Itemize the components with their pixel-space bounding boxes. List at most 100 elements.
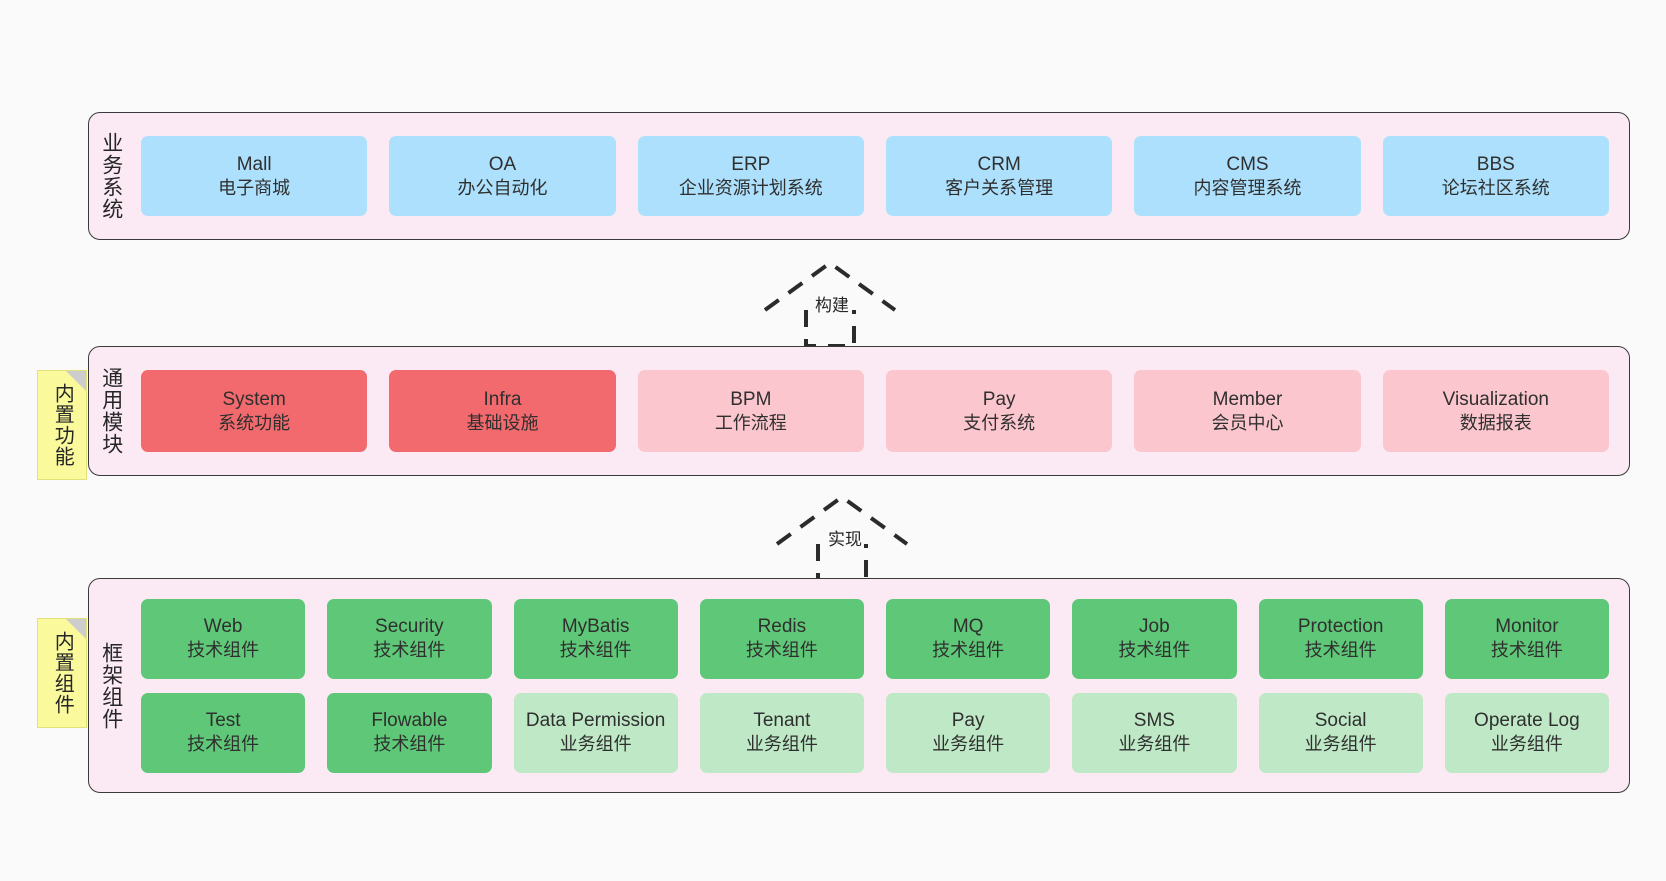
card-mybatis-subtitle: 技术组件	[559, 640, 632, 661]
card-crm[interactable]: CRM 客户关系管理	[885, 136, 1113, 216]
card-pay-module[interactable]: Pay 支付系统	[885, 370, 1113, 452]
card-pay-component[interactable]: Pay 业务组件	[886, 692, 1051, 773]
card-pay-module-subtitle: 支付系统	[963, 412, 1036, 433]
card-security[interactable]: Security 技术组件	[327, 598, 492, 679]
card-visualization-title: Visualization	[1442, 388, 1549, 410]
card-oa[interactable]: OA 办公自动化	[389, 136, 616, 216]
module-card-row: System 系统功能 Infra 基础设施 BPM 工作流程 Pay 支付系统…	[141, 370, 1609, 452]
card-bbs-title: BBS	[1476, 153, 1515, 175]
card-tenant-title: Tenant	[753, 710, 811, 732]
layer-business-systems-body: Mall 电子商城 OA 办公自动化 ERP 企业资源计划系统 CRM 客户关系…	[133, 113, 1629, 239]
card-test-title: Test	[205, 710, 241, 732]
card-web-title: Web	[203, 616, 243, 638]
layer-business-systems-title: 业务系统	[99, 132, 123, 220]
card-flowable[interactable]: Flowable 技术组件	[327, 692, 492, 773]
card-flowable-subtitle: 技术组件	[373, 734, 446, 755]
card-mq-subtitle: 技术组件	[932, 640, 1005, 661]
card-infra-subtitle: 基础设施	[466, 412, 539, 433]
note-builtin-components: 内置组件	[37, 618, 87, 728]
card-test-subtitle: 技术组件	[187, 734, 260, 755]
business-card-row: Mall 电子商城 OA 办公自动化 ERP 企业资源计划系统 CRM 客户关系…	[141, 136, 1609, 216]
card-erp-title: ERP	[731, 153, 771, 175]
card-social-title: Social	[1314, 710, 1367, 732]
card-erp-subtitle: 企业资源计划系统	[678, 177, 823, 198]
framework-tech-row: Web 技术组件 Security 技术组件 MyBatis 技术组件 Redi…	[141, 598, 1609, 679]
card-bpm-subtitle: 工作流程	[714, 412, 787, 433]
card-operate-log-title: Operate Log	[1474, 710, 1580, 732]
card-security-title: Security	[375, 616, 444, 638]
card-bpm-title: BPM	[730, 388, 772, 410]
card-redis[interactable]: Redis 技术组件	[699, 598, 864, 679]
card-operate-log-subtitle: 业务组件	[1490, 734, 1563, 755]
card-mall[interactable]: Mall 电子商城	[141, 136, 368, 216]
note-builtin-features-label: 内置功能	[51, 383, 74, 467]
card-protection-title: Protection	[1297, 616, 1384, 638]
framework-business-row: Test 技术组件 Flowable 技术组件 Data Permission …	[141, 692, 1609, 773]
card-infra[interactable]: Infra 基础设施	[389, 370, 616, 452]
card-bbs[interactable]: BBS 论坛社区系统	[1382, 136, 1609, 216]
card-system-subtitle: 系统功能	[218, 412, 291, 433]
card-mybatis-title: MyBatis	[561, 616, 630, 638]
card-member-subtitle: 会员中心	[1211, 412, 1284, 433]
card-sms-subtitle: 业务组件	[1118, 734, 1191, 755]
card-monitor[interactable]: Monitor 技术组件	[1444, 598, 1609, 679]
card-erp[interactable]: ERP 企业资源计划系统	[637, 136, 864, 216]
card-member-title: Member	[1212, 388, 1283, 410]
card-mq[interactable]: MQ 技术组件	[886, 598, 1051, 679]
card-infra-title: Infra	[483, 388, 522, 410]
card-social[interactable]: Social 业务组件	[1258, 692, 1423, 773]
card-crm-title: CRM	[977, 153, 1021, 175]
card-mq-title: MQ	[952, 616, 984, 638]
card-tenant-subtitle: 业务组件	[745, 734, 818, 755]
card-sms-title: SMS	[1133, 710, 1175, 732]
layer-framework-components-title: 框架组件	[99, 641, 123, 730]
card-cms[interactable]: CMS 内容管理系统	[1134, 136, 1361, 216]
card-monitor-subtitle: 技术组件	[1490, 640, 1563, 661]
layer-business-systems: 业务系统 Mall 电子商城 OA 办公自动化 ERP 企业资源计划系统 CRM…	[88, 112, 1630, 240]
card-bbs-subtitle: 论坛社区系统	[1441, 177, 1550, 198]
card-protection-subtitle: 技术组件	[1304, 640, 1377, 661]
card-redis-subtitle: 技术组件	[745, 640, 818, 661]
card-pay-component-title: Pay	[951, 710, 985, 732]
layer-common-modules-body: System 系统功能 Infra 基础设施 BPM 工作流程 Pay 支付系统…	[133, 347, 1629, 475]
card-mall-subtitle: 电子商城	[218, 177, 291, 198]
card-sms[interactable]: SMS 业务组件	[1072, 692, 1237, 773]
layer-common-modules: 通用模块 System 系统功能 Infra 基础设施 BPM 工作流程 Pay…	[88, 346, 1630, 476]
note-builtin-features: 内置功能	[37, 370, 87, 480]
card-visualization[interactable]: Visualization 数据报表	[1382, 370, 1609, 452]
card-cms-title: CMS	[1226, 153, 1269, 175]
layer-framework-components-body: Web 技术组件 Security 技术组件 MyBatis 技术组件 Redi…	[133, 579, 1629, 792]
card-test[interactable]: Test 技术组件	[141, 692, 306, 773]
card-data-permission-title: Data Permission	[525, 710, 666, 732]
card-redis-title: Redis	[757, 616, 807, 638]
card-pay-component-subtitle: 业务组件	[932, 734, 1005, 755]
card-flowable-title: Flowable	[371, 710, 448, 732]
card-cms-subtitle: 内容管理系统	[1193, 177, 1302, 198]
card-social-subtitle: 业务组件	[1304, 734, 1377, 755]
card-protection[interactable]: Protection 技术组件	[1258, 598, 1423, 679]
card-web[interactable]: Web 技术组件	[141, 598, 306, 679]
card-bpm[interactable]: BPM 工作流程	[637, 370, 864, 452]
card-job[interactable]: Job 技术组件	[1072, 598, 1237, 679]
connector-build-label: 构建	[815, 296, 849, 315]
card-tenant[interactable]: Tenant 业务组件	[699, 692, 864, 773]
layer-framework-components: 框架组件 Web 技术组件 Security 技术组件 MyBatis 技术组件…	[88, 578, 1630, 793]
connector-implement-label: 实现	[828, 530, 862, 549]
card-oa-title: OA	[488, 153, 517, 175]
card-security-subtitle: 技术组件	[373, 640, 446, 661]
card-data-permission[interactable]: Data Permission 业务组件	[513, 692, 678, 773]
card-operate-log[interactable]: Operate Log 业务组件	[1444, 692, 1609, 773]
card-oa-subtitle: 办公自动化	[457, 177, 548, 198]
layer-common-modules-title: 通用模块	[99, 367, 123, 455]
card-mybatis[interactable]: MyBatis 技术组件	[513, 598, 678, 679]
card-mall-title: Mall	[236, 153, 272, 175]
card-system[interactable]: System 系统功能	[141, 370, 368, 452]
card-data-permission-subtitle: 业务组件	[559, 734, 632, 755]
card-member[interactable]: Member 会员中心	[1134, 370, 1361, 452]
card-job-subtitle: 技术组件	[1118, 640, 1191, 661]
card-visualization-subtitle: 数据报表	[1459, 412, 1532, 433]
card-crm-subtitle: 客户关系管理	[945, 177, 1054, 198]
card-pay-module-title: Pay	[982, 388, 1016, 410]
card-web-subtitle: 技术组件	[187, 640, 260, 661]
